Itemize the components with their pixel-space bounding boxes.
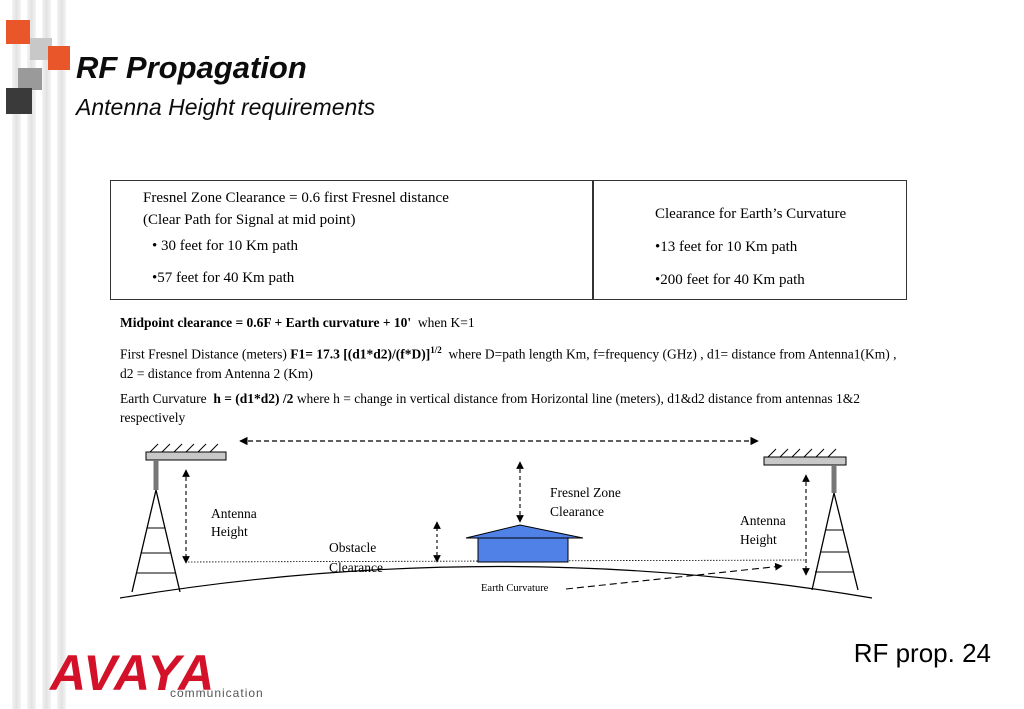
earth-formula-description: where h = change in vertical distance fr…	[120, 391, 860, 425]
earth-curvature-pointer	[565, 562, 783, 590]
decor-square-gray-1	[30, 38, 52, 60]
decor-square-gray-2	[18, 68, 42, 90]
earth-curvature-arc	[119, 565, 873, 599]
decor-strip-4	[57, 0, 66, 709]
fresnel-zone-label-1: Fresnel Zone	[550, 485, 621, 500]
fresnel-clearance-line1: Fresnel Zone Clearance = 0.6 first Fresn…	[143, 190, 449, 206]
earth-curvature-title: Clearance for Earth’s Curvature	[655, 206, 847, 222]
earth-bullet-10km: •13 feet for 10 Km path	[655, 239, 798, 255]
fresnel-distance-formula: First Fresnel Distance (meters) F1= 17.3…	[120, 341, 910, 383]
left-antenna-height-label-2: Height	[211, 524, 248, 539]
decor-square-orange-2	[48, 46, 70, 70]
earth-bullet-40km: •200 feet for 40 Km path	[655, 272, 805, 288]
decor-square-orange-1	[6, 20, 30, 44]
left-antenna	[131, 443, 227, 593]
avaya-logo: AVAYA	[50, 645, 216, 701]
decor-strip-3	[42, 0, 51, 709]
left-antenna-height-label-1: Antenna	[211, 506, 257, 521]
fresnel-formula-description: where D=path length Km, f=frequency (GHz…	[120, 346, 897, 381]
earth-curvature-formula: Earth Curvature h = (d1*d2) /2 where h =…	[120, 389, 910, 427]
avaya-logo-subtext: communication	[170, 686, 264, 700]
midpoint-clearance-formula: Midpoint clearance = 0.6F + Earth curvat…	[120, 313, 910, 332]
clearance-table-right-cell	[592, 180, 907, 300]
earth-curvature-label: Earth Curvature	[481, 583, 549, 594]
page-number-label: RF prop. 24	[853, 638, 991, 668]
page-subtitle: Antenna Height requirements	[76, 94, 376, 120]
decor-strip-2	[27, 0, 36, 709]
obstacle-building	[465, 524, 584, 563]
decor-square-dark	[6, 88, 32, 114]
right-antenna-height-label-2: Height	[740, 532, 777, 547]
earth-formula-prefix: Earth Curvature	[120, 391, 207, 406]
fresnel-bullet-40km: •57 feet for 40 Km path	[152, 270, 295, 286]
page-title: RF Propagation	[76, 50, 307, 85]
obstacle-clearance-label-2: Clearance	[329, 560, 383, 575]
midpoint-formula-note: when K=1	[417, 315, 475, 330]
fresnel-formula-exponent: 1/2	[430, 345, 442, 355]
decor-strip-1	[12, 0, 21, 709]
fresnel-formula-bold: F1= 17.3 [(d1*d2)/(f*D)]	[290, 346, 431, 362]
fresnel-zone-label-2: Clearance	[550, 504, 604, 519]
fresnel-bullet-10km: • 30 feet for 10 Km path	[152, 238, 299, 254]
earth-formula-bold: h = (d1*d2) /2	[213, 391, 294, 406]
right-antenna	[763, 448, 859, 591]
midpoint-formula-bold: Midpoint clearance = 0.6F + Earth curvat…	[120, 315, 412, 330]
clearance-table-left-cell	[110, 180, 594, 300]
fresnel-formula-prefix: First Fresnel Distance (meters)	[120, 346, 287, 362]
right-antenna-height-label-1: Antenna	[740, 513, 786, 528]
fresnel-clearance-line2: (Clear Path for Signal at mid point)	[143, 212, 356, 228]
obstacle-clearance-label-1: Obstacle	[329, 540, 377, 555]
